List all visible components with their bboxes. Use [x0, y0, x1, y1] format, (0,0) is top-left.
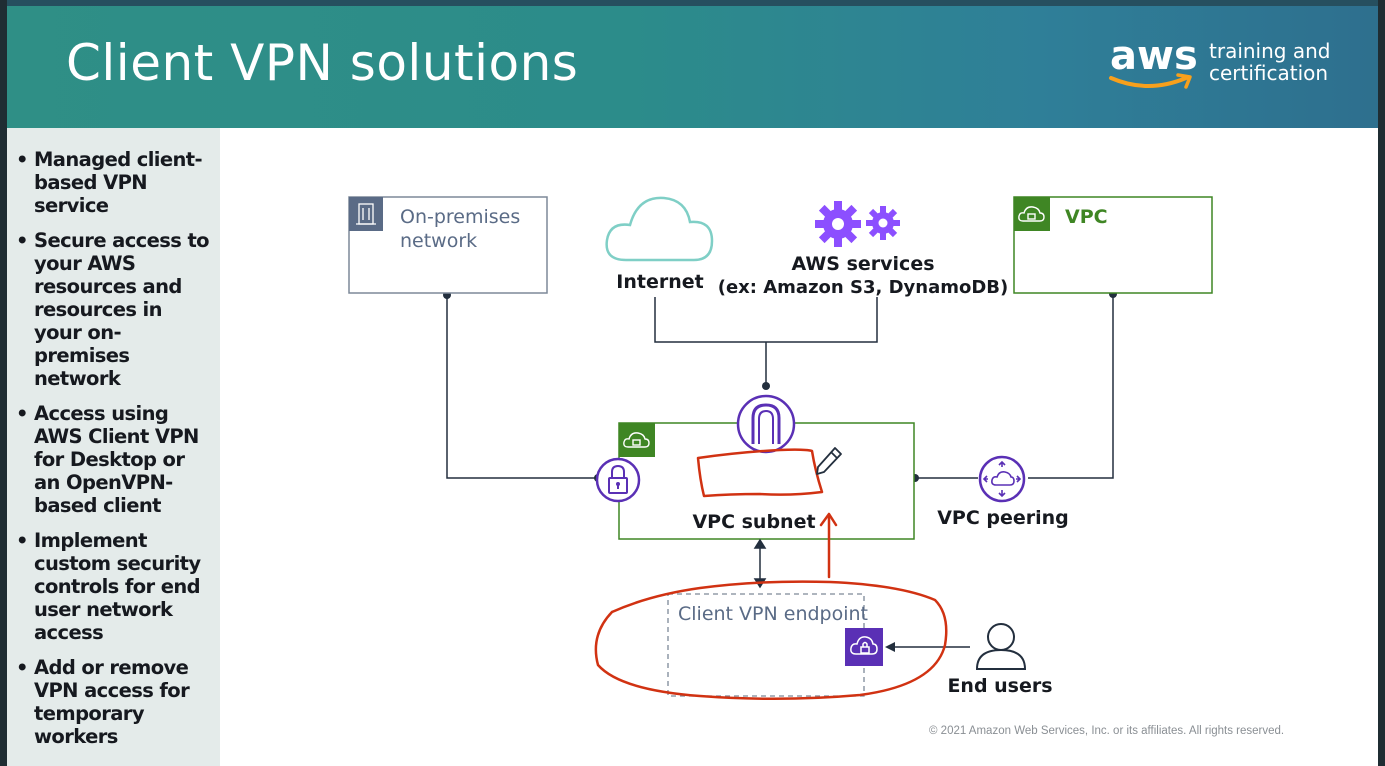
internet-gateway-icon	[736, 394, 796, 454]
frame-left-edge	[0, 0, 7, 766]
aws-smile-icon	[1109, 73, 1192, 89]
bullet-item: Access using AWS Client VPN for Desktop …	[14, 402, 214, 517]
lock-icon	[595, 457, 641, 503]
client-vpn-cloud-lock-icon	[850, 636, 878, 655]
bullet-item: Secure access to your AWS resources and …	[14, 229, 214, 390]
subnet-endpoint-arrow	[753, 538, 767, 589]
on-premises-label-line2: network	[400, 230, 477, 252]
vpc-box: VPC	[1013, 196, 1213, 294]
internet-label: Internet	[616, 271, 703, 293]
internet-cloud-icon	[605, 196, 714, 262]
client-vpn-endpoint-label: Client VPN endpoint	[678, 603, 868, 625]
building-icon	[356, 203, 376, 225]
bullet-list: Managed client-based VPN service Secure …	[14, 148, 214, 760]
on-premises-label-line1: On-premises	[400, 206, 520, 228]
bullet-item: Managed client-based VPN service	[14, 148, 214, 217]
client-vpn-endpoint-box: Client VPN endpoint	[667, 593, 883, 697]
end-users-label: End users	[947, 675, 1052, 697]
bullet-item: Implement custom security controls for e…	[14, 529, 214, 644]
tagline-line2: certification	[1209, 61, 1329, 85]
vpc-peering-label: VPC peering	[937, 507, 1069, 529]
vpc-label: VPC	[1065, 206, 1108, 228]
frame-right-edge	[1378, 0, 1385, 766]
connector-lines	[446, 294, 1114, 479]
slide-title: Client VPN solutions	[66, 34, 579, 92]
on-premises-network-box: On-premises network	[348, 196, 548, 294]
aws-services-label-line2: (ex: Amazon S3, DynamoDB)	[718, 277, 1009, 298]
aws-services-gears-icon	[815, 201, 900, 247]
aws-logo-text: aws	[1110, 33, 1198, 79]
vpc-subnet-label: VPC subnet	[692, 511, 815, 533]
bullet-item: Add or remove VPN access for temporary w…	[14, 656, 214, 748]
copyright-text: © 2021 Amazon Web Services, Inc. or its …	[929, 725, 1285, 737]
pencil-icon	[816, 447, 842, 475]
red-annotation-scribble	[594, 448, 948, 701]
vpc-peering-icon	[978, 455, 1026, 503]
aws-services-label-line1: AWS services	[791, 253, 934, 275]
end-users-icon	[975, 623, 1027, 670]
header-top-border	[0, 0, 1385, 6]
subnet-cloud-lock-icon	[623, 432, 650, 448]
vpc-cloud-lock-icon	[1018, 206, 1045, 222]
end-users-to-endpoint-arrow	[885, 642, 970, 652]
tagline-line1: training and	[1209, 39, 1331, 63]
aws-logo-tagline: training and certification	[1209, 40, 1330, 84]
slide-header	[0, 0, 1385, 128]
